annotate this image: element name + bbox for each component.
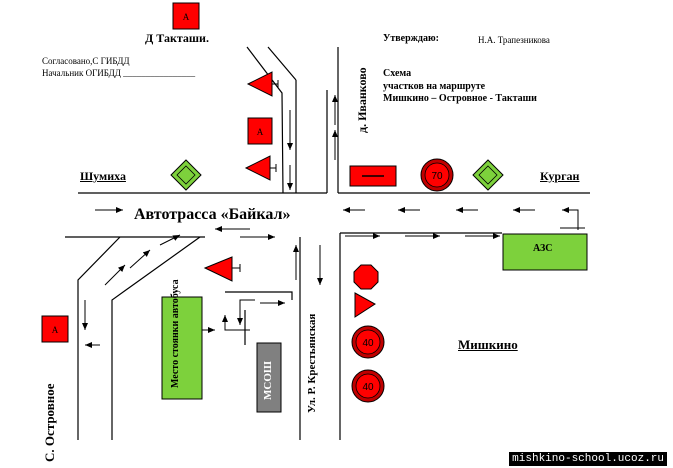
azs-building: [502, 233, 588, 271]
warning-triangle-icon: [203, 256, 241, 282]
place-ivankovo: д. Иванково: [355, 67, 369, 133]
place-kurgan: Курган: [540, 169, 580, 183]
street-krestyanskaya: Ул. Р. Крестьянская: [306, 313, 318, 413]
priority-road-icon: [170, 159, 202, 191]
school-sign-label: A: [257, 127, 264, 137]
stop-sign-icon: [353, 264, 379, 290]
msosh-building: [256, 342, 282, 413]
site-footer: mishkino-school.ucoz.ru: [509, 452, 667, 466]
agreement-line-1: Согласовано,С ГИБДД: [42, 56, 130, 66]
approval-label: Утверждаю:: [383, 33, 439, 44]
school-sign-icon: A: [247, 117, 273, 145]
speed-limit-40-icon: 40: [351, 325, 385, 359]
place-ostrovnoe: С. Островное: [42, 383, 57, 462]
no-entry-icon: [349, 165, 397, 187]
agreement-line-2: Начальник ОГИБДД ________________: [42, 68, 196, 78]
speed-limit-40-icon: 40: [351, 369, 385, 403]
place-taktashi: Д Такташи.: [145, 31, 209, 45]
place-shumikha: Шумиха: [80, 169, 126, 183]
warning-triangle-icon: [354, 292, 376, 318]
warning-triangle-icon: [244, 155, 277, 181]
speed-70-label: 70: [431, 171, 443, 182]
approval-name: Н.А. Трапезникова: [478, 35, 550, 45]
highway-label: Автотрасса «Байкал»: [134, 206, 291, 224]
warning-triangle-icon: [246, 71, 279, 97]
school-sign-label: A: [183, 12, 190, 22]
school-sign-icon: A: [41, 315, 69, 343]
scheme-title-3: Мишкино – Островное - Такташи: [383, 93, 537, 104]
bus-parking-label: Место стоянки автобуса: [170, 279, 181, 388]
priority-road-icon: [472, 159, 504, 191]
scheme-title-1: Схема: [383, 68, 412, 79]
speed-40-label: 40: [362, 338, 374, 349]
school-sign-label: A: [52, 325, 59, 335]
place-mishkino: Мишкино: [458, 337, 518, 352]
road-edges: [65, 46, 590, 440]
azs-label: АЗС: [533, 243, 553, 254]
school-sign-icon: A: [172, 2, 200, 30]
speed-40-label: 40: [362, 382, 374, 393]
bus-parking-area: [161, 296, 203, 400]
scheme-title-2: участков на маршруте: [383, 81, 486, 92]
speed-limit-70-icon: 70: [420, 158, 454, 192]
msosh-label: МСОШ: [262, 361, 274, 400]
